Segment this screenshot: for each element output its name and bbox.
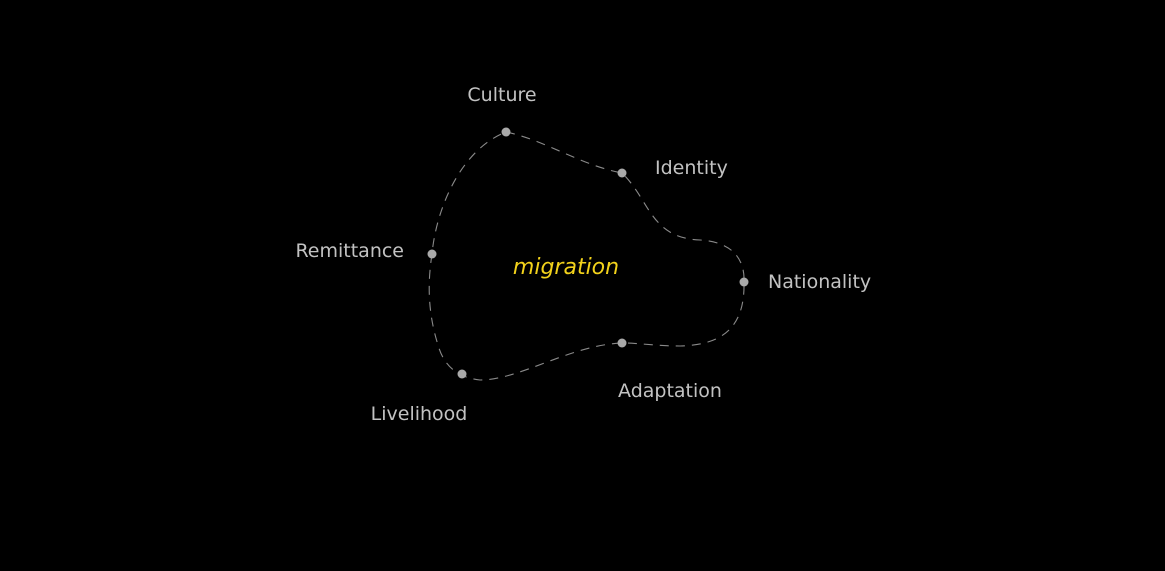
node-label-remittance: Remittance: [295, 240, 404, 262]
center-label: migration: [513, 255, 619, 280]
node-dot-adaptation: [617, 338, 627, 348]
node-dot-culture: [501, 127, 511, 137]
node-label-adaptation: Adaptation: [618, 380, 722, 402]
node-dot-identity: [617, 168, 627, 178]
dashed-outline: [428, 131, 745, 381]
node-label-culture: Culture: [467, 84, 536, 106]
node-label-nationality: Nationality: [768, 271, 871, 293]
node-dot-livelihood: [457, 369, 467, 379]
node-label-livelihood: Livelihood: [371, 403, 468, 425]
node-dot-nationality: [739, 277, 749, 287]
node-dot-remittance: [427, 249, 437, 259]
node-label-identity: Identity: [655, 157, 728, 179]
